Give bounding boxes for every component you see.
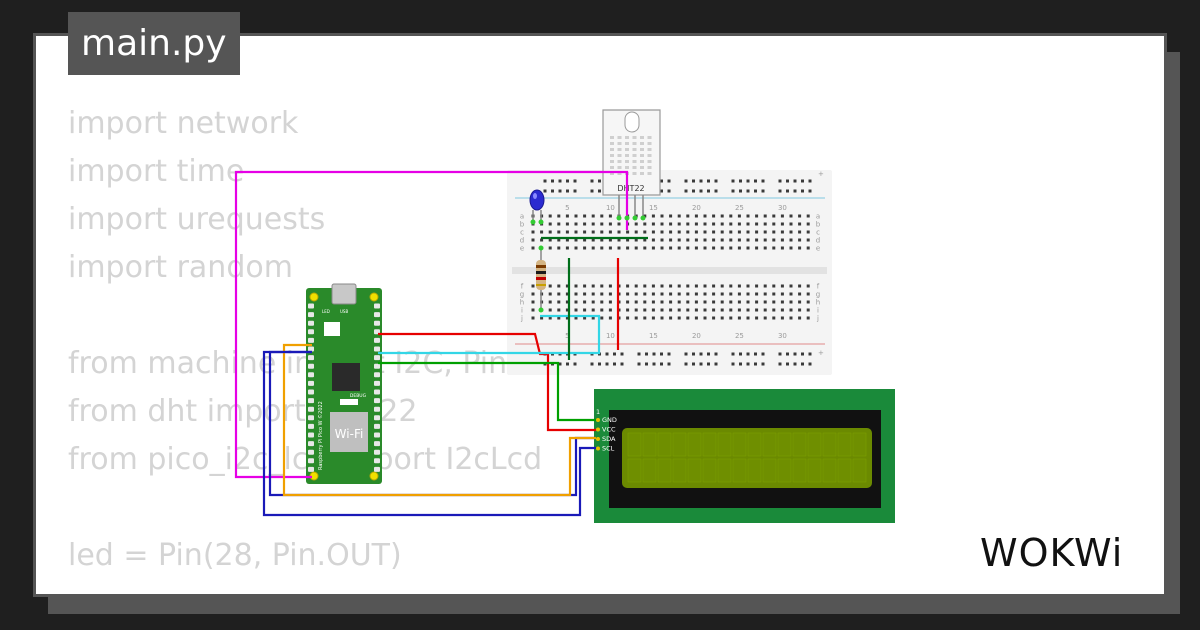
row-letter: b bbox=[816, 221, 821, 229]
code-preview: import network import time import urequest… bbox=[68, 100, 542, 580]
code-line: import network bbox=[68, 106, 299, 141]
lcd-pin-label: VCC bbox=[602, 426, 616, 434]
column-number: 5 bbox=[565, 204, 569, 212]
column-number: 25 bbox=[735, 332, 744, 340]
column-number: 5 bbox=[565, 332, 569, 340]
file-tab[interactable]: main.py bbox=[68, 12, 240, 75]
wire-green-gnd bbox=[378, 361, 596, 422]
column-number: 10 bbox=[606, 332, 615, 340]
wire-blue bbox=[262, 350, 596, 517]
row-letter: g bbox=[816, 291, 820, 299]
lcd-pin-label: SDA bbox=[602, 435, 616, 443]
row-letter: f bbox=[521, 283, 524, 291]
lcd-pin-label: SCL bbox=[602, 445, 615, 453]
wire-orange-sda bbox=[282, 343, 596, 497]
wire-ends bbox=[530, 215, 646, 313]
pico-w-board[interactable]: Wi-Fi DEBUG LED USB Raspberry Pi Pico W … bbox=[306, 283, 382, 484]
row-letter: h bbox=[520, 299, 524, 307]
lcd-pin-one: 1 bbox=[596, 408, 600, 416]
row-letter: h bbox=[816, 299, 820, 307]
code-line: import time bbox=[68, 154, 245, 189]
row-letter: a bbox=[520, 213, 524, 221]
row-letter: d bbox=[816, 237, 820, 245]
rail-plus-label-bottom: + bbox=[818, 349, 824, 357]
row-letter: d bbox=[520, 237, 524, 245]
row-letter: b bbox=[520, 221, 525, 229]
row-letter: e bbox=[520, 245, 524, 253]
row-letter: i bbox=[521, 307, 523, 315]
column-number: 20 bbox=[692, 204, 701, 212]
column-number: 10 bbox=[606, 204, 615, 212]
dht22-label: DHT22 bbox=[617, 184, 644, 193]
row-letter: i bbox=[817, 307, 819, 315]
row-letter: f bbox=[817, 283, 820, 291]
pico-board-text: Raspberry Pi Pico W ©2022 bbox=[317, 401, 324, 470]
wokwi-logo-text: WOKWi bbox=[980, 531, 1123, 575]
lcd-pin-label: GND bbox=[602, 416, 617, 424]
wifi-label: Wi-Fi bbox=[335, 427, 364, 441]
column-number: 30 bbox=[778, 204, 787, 212]
row-letter: a bbox=[816, 213, 820, 221]
column-number: 25 bbox=[735, 204, 744, 212]
debug-label: DEBUG bbox=[350, 393, 367, 399]
wire-cyan bbox=[378, 314, 601, 355]
column-number: 20 bbox=[692, 332, 701, 340]
wire-magenta bbox=[234, 170, 629, 479]
wokwi-logo[interactable]: WOKWi bbox=[978, 528, 1150, 578]
row-letter: c bbox=[520, 229, 524, 237]
usb-label: USB bbox=[340, 309, 348, 314]
row-letter: c bbox=[816, 229, 820, 237]
row-letter: e bbox=[816, 245, 820, 253]
wires bbox=[234, 170, 648, 517]
column-number: 15 bbox=[649, 332, 658, 340]
row-letter: g bbox=[520, 291, 524, 299]
row-letter: j bbox=[816, 315, 819, 323]
code-line: import random bbox=[68, 250, 293, 285]
column-number: 30 bbox=[778, 332, 787, 340]
code-line: led = Pin(28, Pin.OUT) bbox=[68, 538, 402, 573]
column-number: 15 bbox=[649, 204, 658, 212]
rail-plus-label: + bbox=[818, 170, 824, 178]
dht22-sensor[interactable]: DHT22 bbox=[602, 109, 661, 218]
led-label: LED bbox=[322, 309, 330, 314]
resistor[interactable] bbox=[536, 250, 546, 310]
code-line: import urequests bbox=[68, 202, 326, 237]
row-letter: j bbox=[520, 315, 523, 323]
